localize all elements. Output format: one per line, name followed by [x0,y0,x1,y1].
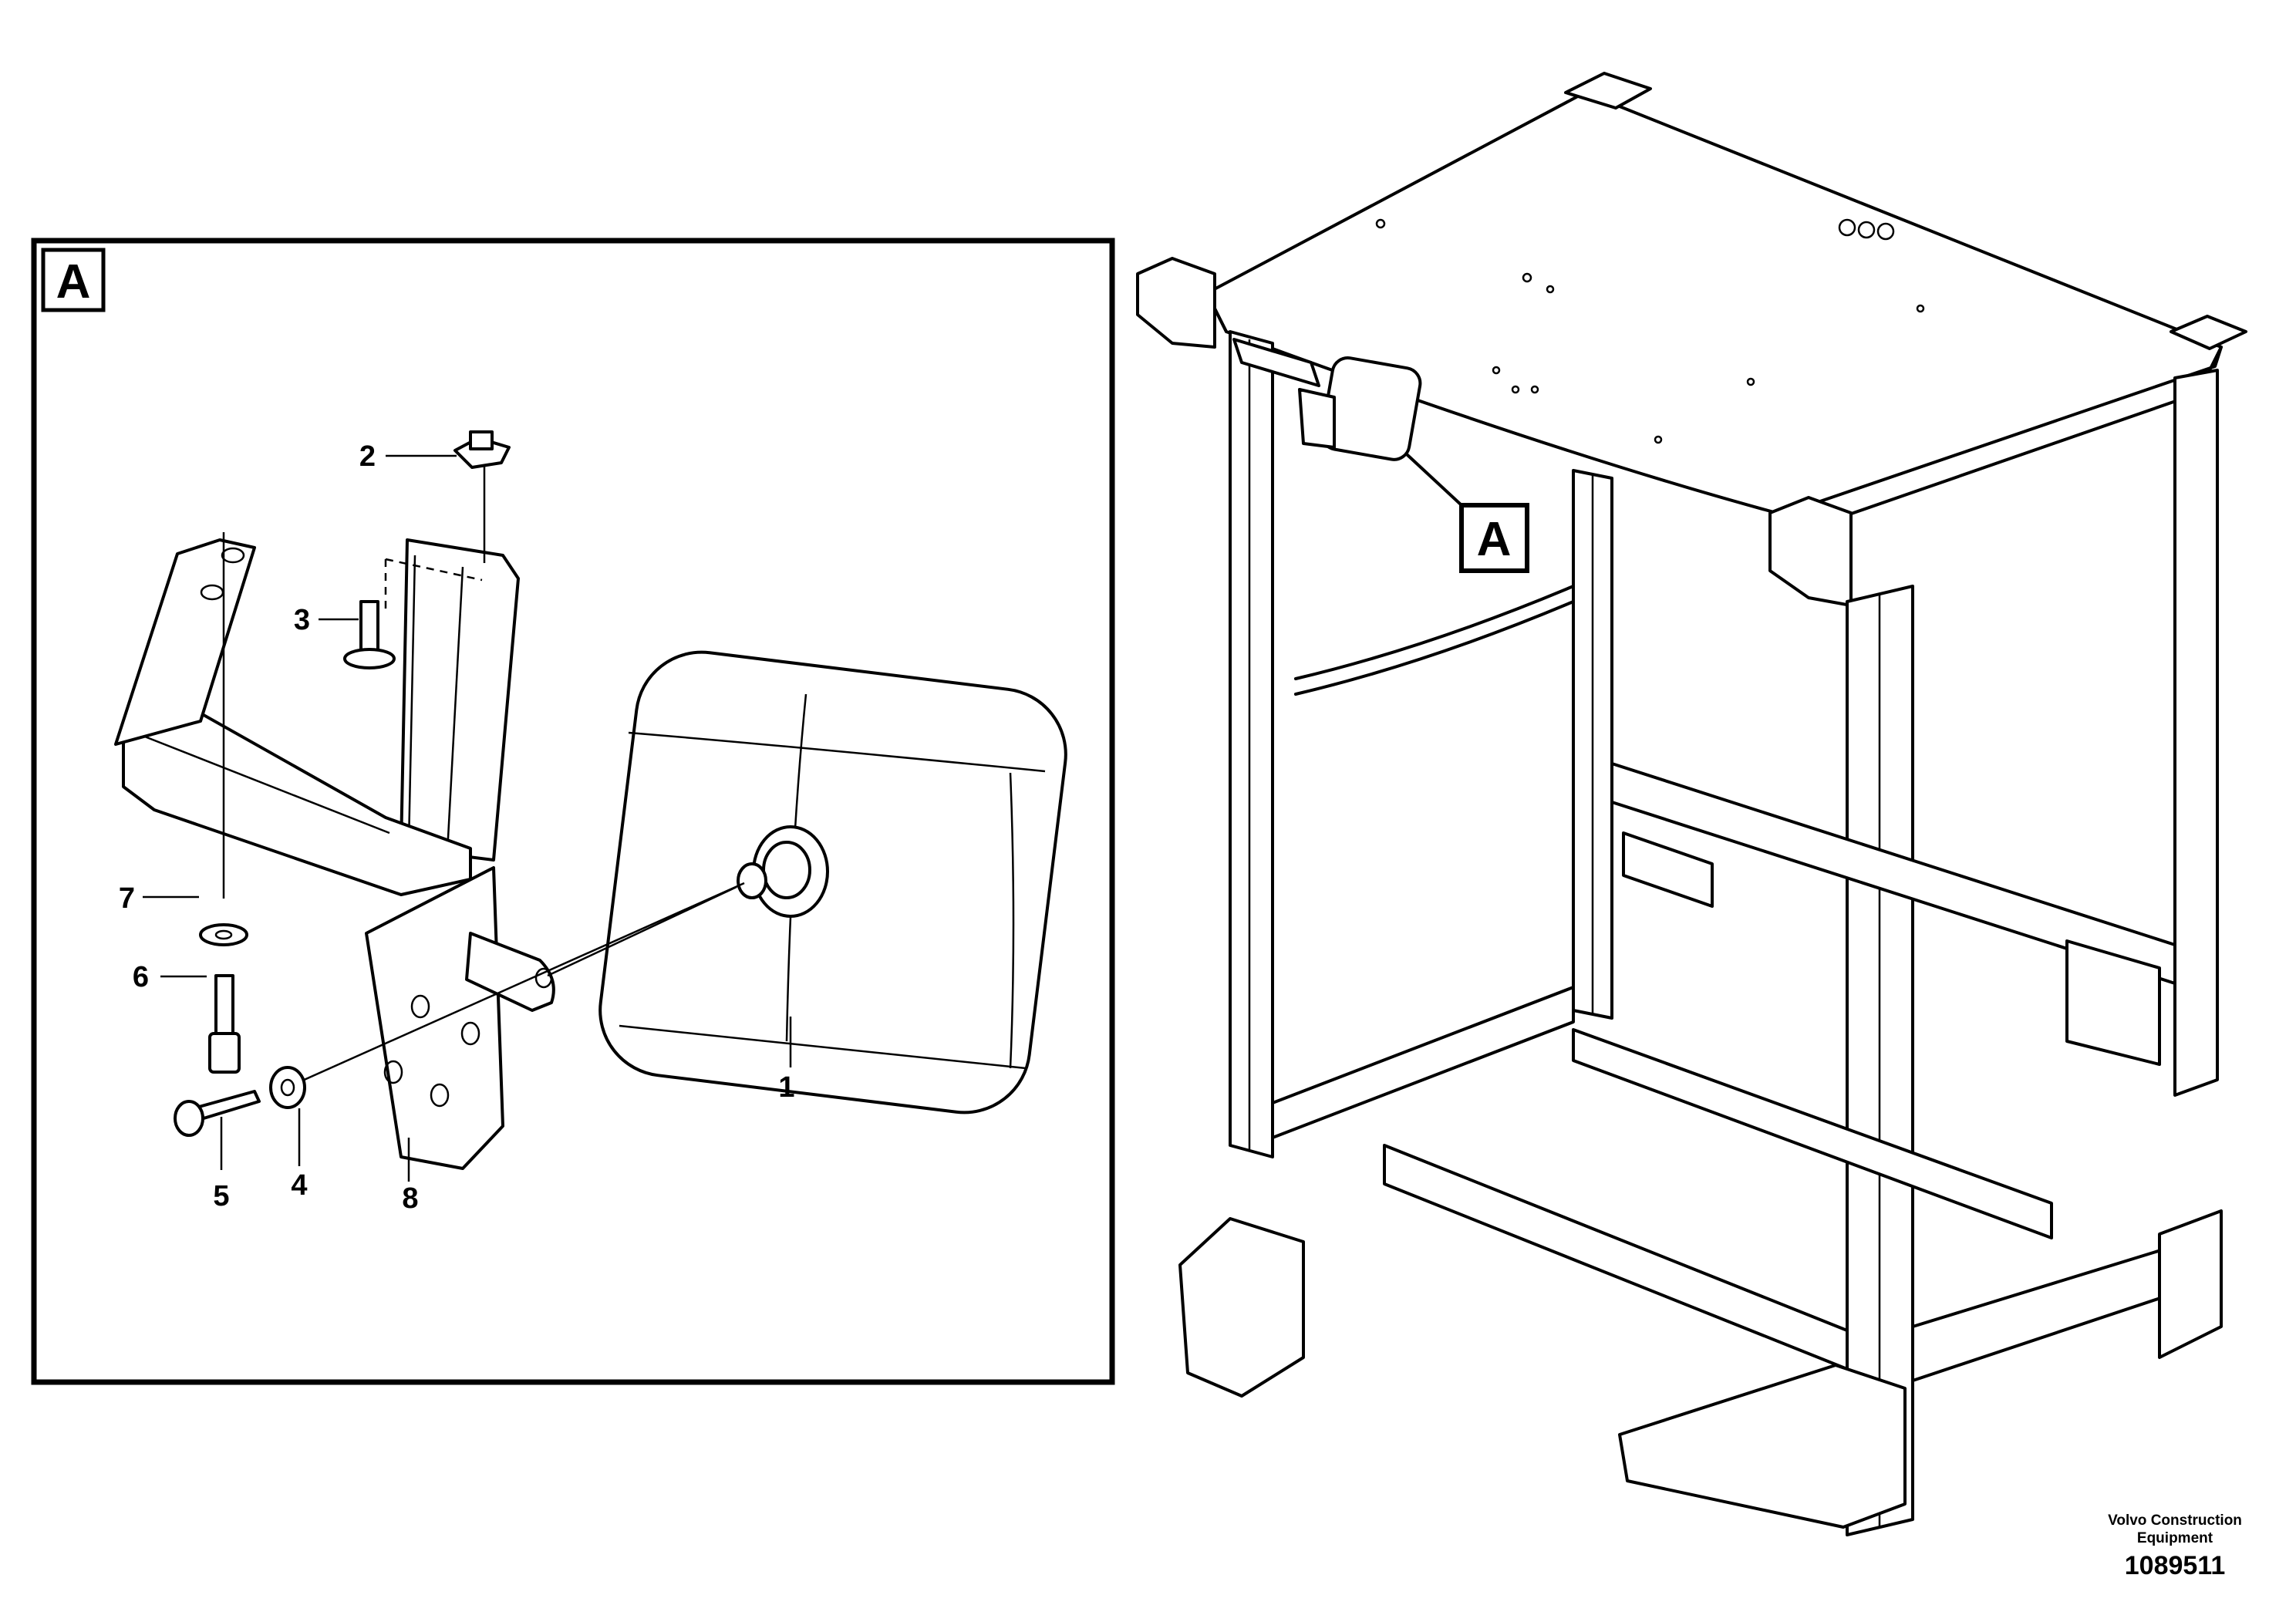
callout-8: 8 [402,1182,418,1215]
callout-2: 2 [359,440,376,473]
credit-block: Volvo Construction Equipment 1089511 [2082,1512,2267,1581]
washer-4 [269,1066,306,1109]
mirror-housing [598,650,1067,1114]
callout-6: 6 [133,961,149,993]
drawing-number: 1089511 [2124,1551,2226,1580]
detail-view-a: A [31,238,1115,1385]
mount-bracket [114,538,555,1170]
bolt-3 [343,600,396,669]
bolt-5 [174,1090,261,1137]
frame-tag-label: A [1477,513,1512,566]
roof-holes [1375,218,1925,444]
cab-frame: A [1136,72,2247,1536]
detail-tag-label: A [56,255,91,309]
callout-5: 5 [213,1180,229,1212]
callout-7: 7 [119,882,135,915]
bolt-6 [208,974,241,1074]
callout-3: 3 [294,604,310,636]
credit-org-line1: Volvo Construction [2108,1512,2242,1529]
credit-org-line2: Equipment [2136,1530,2213,1546]
frame-tag-leader [1406,454,1463,507]
callout-4: 4 [291,1169,307,1202]
clip-nut [453,430,511,469]
frame-mirror [1232,338,1422,461]
frame-tag-box [1459,503,1529,573]
callout-1: 1 [778,1071,794,1104]
detail-tag-box [41,248,106,312]
washer-7 [199,923,248,946]
